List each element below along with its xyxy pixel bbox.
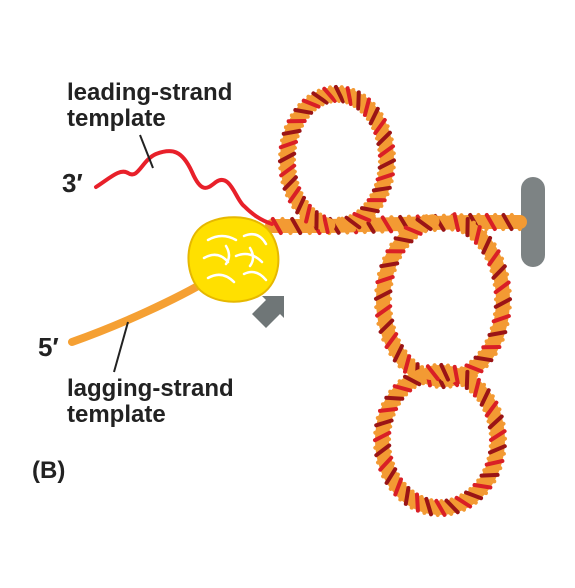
panel-label: (B)	[32, 457, 66, 484]
arrow-right-icon	[252, 296, 284, 328]
lagging-strand-label: lagging-strand template	[67, 376, 234, 428]
five-prime-label: 5′	[38, 332, 59, 362]
anchor-bar-icon	[521, 177, 545, 267]
lagging-label-line2: template	[67, 401, 166, 428]
three-prime-label: 3′	[62, 168, 83, 198]
lagging-leader-line	[113, 321, 129, 373]
leading-label-line2: template	[67, 105, 166, 132]
leading-strand	[94, 149, 274, 226]
dna-loop-bottom	[373, 363, 507, 517]
leading-leader-line	[139, 134, 154, 169]
lagging-label-line1: lagging-strand	[67, 375, 234, 402]
helicase-blob-icon	[187, 216, 280, 303]
dna-loop-top	[278, 84, 396, 235]
leading-strand-label: leading-strand template	[67, 80, 232, 132]
leading-label-line1: leading-strand	[67, 79, 233, 106]
dna-loop-middle	[374, 212, 512, 390]
dna-double-helix	[265, 84, 527, 517]
